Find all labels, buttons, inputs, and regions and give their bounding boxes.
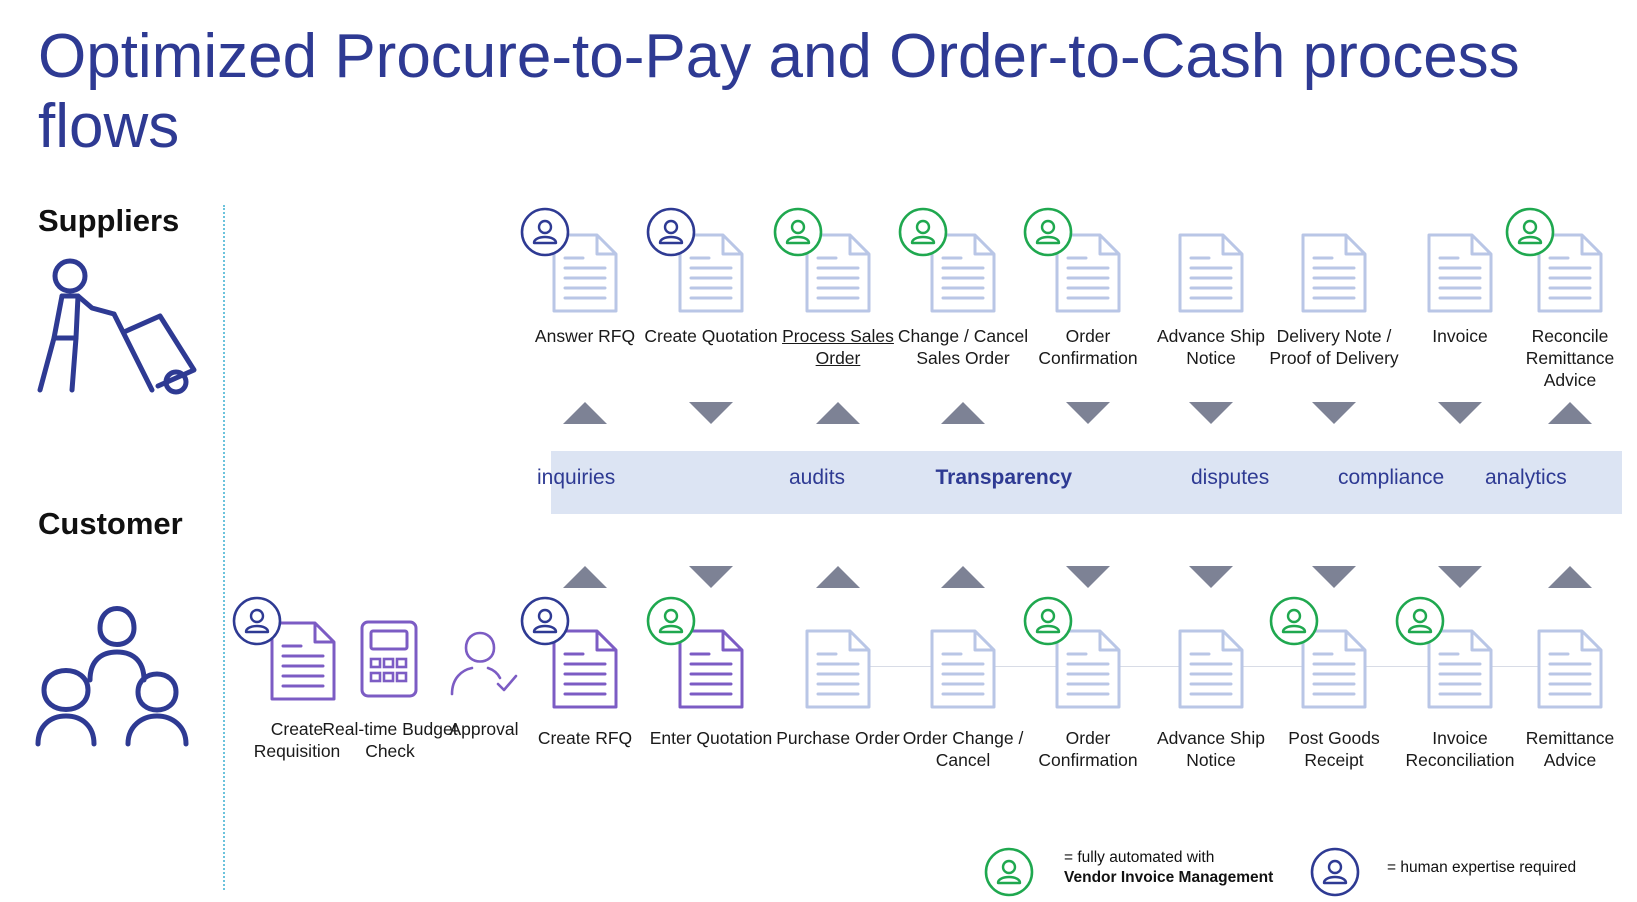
legend-human-badge-icon bbox=[1310, 847, 1360, 902]
legend-automated-text: = fully automated with Vendor Invoice Ma… bbox=[1064, 848, 1273, 888]
customer-step-label: Create RFQ bbox=[537, 728, 633, 748]
customer-document-icon bbox=[1054, 628, 1122, 715]
human-badge-icon bbox=[646, 207, 696, 262]
customer-step-label: Purchase Order bbox=[776, 728, 900, 748]
legend-automated-product: Vendor Invoice Management bbox=[1064, 869, 1274, 886]
section-divider bbox=[223, 205, 225, 890]
automated-badge-icon bbox=[646, 596, 696, 651]
customer-document-icon bbox=[929, 628, 997, 715]
supplier-document-icon bbox=[1177, 232, 1245, 319]
supplier-step-label: Answer RFQ bbox=[534, 326, 636, 346]
customer-step-label: Order Change / Cancel bbox=[902, 728, 1024, 770]
supplier-document-icon bbox=[804, 232, 872, 319]
supplier-step-label: Create Quotation bbox=[644, 326, 778, 346]
customer-arrow-down bbox=[1312, 566, 1356, 588]
supplier-document-icon bbox=[1300, 232, 1368, 319]
customer-step-label: Post Goods Receipt bbox=[1288, 728, 1380, 770]
customer-arrow-up bbox=[1548, 566, 1592, 588]
calculator-icon bbox=[359, 619, 419, 704]
supplier-step-label: Reconcile Remittance Advice bbox=[1525, 326, 1615, 390]
customer-document-icon bbox=[804, 628, 872, 715]
automated-badge-icon bbox=[1505, 207, 1555, 262]
requisition-document-icon bbox=[269, 620, 337, 707]
automated-badge-icon bbox=[1023, 207, 1073, 262]
customer-document-icon bbox=[1300, 628, 1368, 715]
automated-badge-icon bbox=[1269, 596, 1319, 651]
customer-label: Customer bbox=[38, 506, 183, 541]
supplier-document-icon bbox=[1536, 232, 1604, 319]
human-badge-icon bbox=[520, 596, 570, 651]
customer-document-icon bbox=[1177, 628, 1245, 715]
customer-document-icon bbox=[1426, 628, 1494, 715]
supplier-step-label: Process Sales Order bbox=[782, 326, 894, 368]
supplier-arrow-down bbox=[1438, 402, 1482, 424]
supplier-arrow-up bbox=[1548, 402, 1592, 424]
band-word: compliance bbox=[1338, 466, 1445, 489]
customer-arrow-down bbox=[1438, 566, 1482, 588]
human-badge-icon bbox=[232, 596, 282, 651]
approver-icon bbox=[448, 622, 518, 703]
supplier-step-label: Change / Cancel Sales Order bbox=[897, 326, 1029, 368]
suppliers-label: Suppliers bbox=[38, 203, 180, 238]
automated-badge-icon bbox=[898, 207, 948, 262]
supplier-arrow-down bbox=[1312, 402, 1356, 424]
band-word: inquiries bbox=[537, 466, 616, 489]
customer-step-label: Order Confirmation bbox=[1038, 728, 1138, 770]
supplier-document-icon bbox=[1054, 232, 1122, 319]
automated-badge-icon bbox=[1395, 596, 1445, 651]
customer-step-label: Approval bbox=[449, 719, 519, 739]
customer-step-label: Remittance Advice bbox=[1525, 728, 1615, 770]
customer-group-icon bbox=[35, 606, 189, 747]
customer-arrow-down bbox=[1066, 566, 1110, 588]
supplier-document-icon bbox=[551, 232, 619, 319]
supplier-step-label: Delivery Note / Proof of Delivery bbox=[1269, 326, 1399, 368]
customer-step-label: Create Requisition bbox=[253, 719, 341, 761]
customer-arrow-down bbox=[689, 566, 733, 588]
customer-step-label: Advance Ship Notice bbox=[1157, 728, 1265, 770]
automated-badge-icon bbox=[773, 207, 823, 262]
supplier-arrow-up bbox=[816, 402, 860, 424]
supplier-arrow-down bbox=[1066, 402, 1110, 424]
band-word: Transparency bbox=[935, 466, 1073, 489]
customer-arrow-up bbox=[816, 566, 860, 588]
human-badge-icon bbox=[520, 207, 570, 262]
page-title: Optimized Procure-to-Pay and Order-to-Ca… bbox=[38, 22, 1520, 161]
automated-badge-icon bbox=[1023, 596, 1073, 651]
customer-step-label: Invoice Reconciliation bbox=[1405, 728, 1515, 770]
customer-step-label: Enter Quotation bbox=[649, 728, 773, 748]
supplier-handtruck-icon bbox=[37, 258, 197, 395]
supplier-step-label: Advance Ship Notice bbox=[1157, 326, 1265, 368]
band-word: audits bbox=[789, 466, 846, 489]
customer-arrow-up bbox=[563, 566, 607, 588]
band-word: disputes bbox=[1191, 466, 1270, 489]
customer-arrow-down bbox=[1189, 566, 1233, 588]
supplier-document-icon bbox=[1426, 232, 1494, 319]
transparency-band bbox=[551, 451, 1622, 514]
band-word: analytics bbox=[1485, 466, 1567, 489]
customer-document-icon bbox=[1536, 628, 1604, 715]
supplier-arrow-up bbox=[563, 402, 607, 424]
customer-step-label: Real-time Budget Check bbox=[322, 719, 458, 761]
legend-human-text: = human expertise required bbox=[1387, 859, 1577, 876]
customer-arrow-up bbox=[941, 566, 985, 588]
supplier-arrow-down bbox=[689, 402, 733, 424]
customer-document-icon bbox=[677, 628, 745, 715]
supplier-document-icon bbox=[677, 232, 745, 319]
supplier-arrow-down bbox=[1189, 402, 1233, 424]
supplier-step-label: Order Confirmation bbox=[1038, 326, 1138, 368]
supplier-document-icon bbox=[929, 232, 997, 319]
supplier-arrow-up bbox=[941, 402, 985, 424]
legend-automated-badge-icon bbox=[984, 847, 1034, 902]
customer-document-icon bbox=[551, 628, 619, 715]
legend-automated-desc: = fully automated with bbox=[1064, 849, 1215, 866]
supplier-step-label: Invoice bbox=[1432, 326, 1488, 346]
